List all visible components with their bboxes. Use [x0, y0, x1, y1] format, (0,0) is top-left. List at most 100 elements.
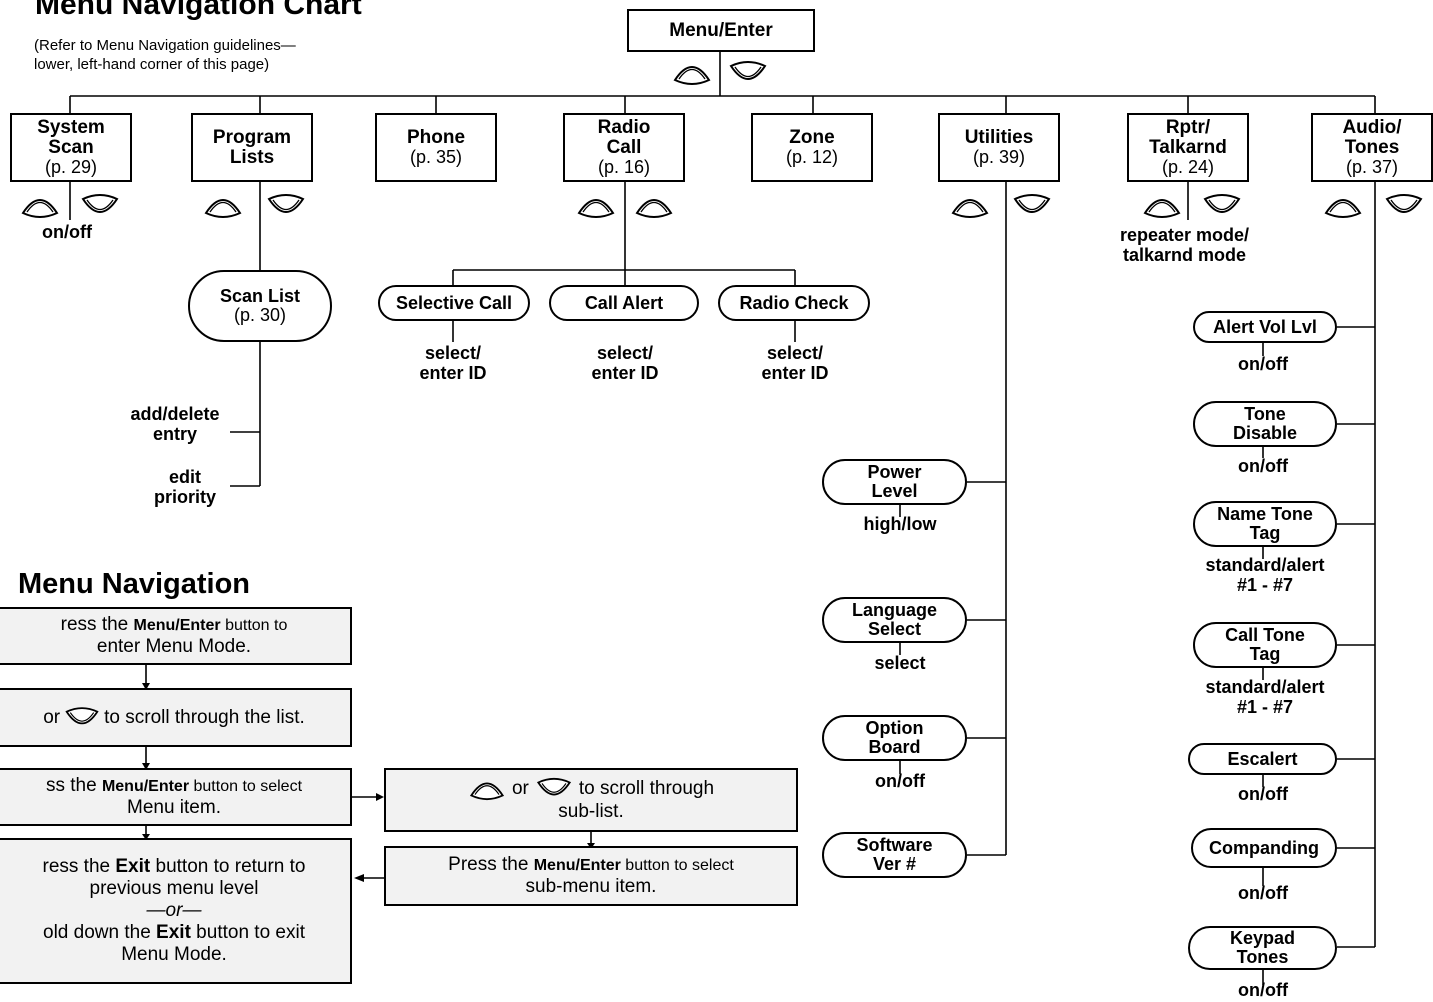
keypad-tones-note: on/off — [1238, 980, 1288, 1000]
menu-audio-tones: Audio/ Tones (p. 37) — [1311, 113, 1433, 182]
nav-step-2-pre: or — [43, 706, 61, 728]
down-button-icon — [729, 61, 767, 80]
nav-sub-step-2-key: Menu/Enter — [533, 857, 621, 875]
language-select-note: select — [874, 653, 926, 673]
selective-call-note: select/ enter ID — [419, 343, 487, 384]
nav-sub-step-1-or: or — [511, 778, 529, 800]
option-board-label: Option Board — [865, 718, 924, 757]
nav-step-3-post: button to select — [189, 778, 303, 796]
menu-utilities-page: (p. 39) — [972, 147, 1026, 168]
menu-rptr-page: (p. 24) — [1161, 156, 1215, 177]
radio-check-node: Radio Check — [718, 285, 870, 321]
nav-step-4: ress the Exit button to return to previo… — [0, 838, 352, 984]
up-button-icon — [21, 199, 59, 218]
tone-disable-note: on/off — [1238, 456, 1288, 476]
nav-step-4-line2: previous menu level — [89, 878, 259, 900]
menu-system-scan: System Scan (p. 29) — [10, 113, 132, 182]
scan-list-label: Scan List — [219, 286, 301, 307]
nav-step-1-line2: enter Menu Mode. — [96, 636, 252, 657]
menu-utilities-label: Utilities — [964, 127, 1034, 149]
software-ver-label: Software Ver # — [856, 835, 933, 874]
up-button-icon — [1324, 199, 1362, 218]
nav-step-3-key: Menu/Enter — [101, 778, 190, 796]
name-tone-tag-label: Name Tone Tag — [1217, 504, 1313, 543]
nav-sub-step-2-pre: Press the — [448, 854, 534, 876]
chart-subtitle: (Refer to Menu Navigation guidelines— lo… — [34, 37, 296, 73]
menu-zone-label: Zone — [789, 127, 835, 149]
tone-disable-node: Tone Disable — [1193, 401, 1337, 447]
keypad-tones-node: Keypad Tones — [1188, 926, 1337, 970]
name-tone-tag-note: standard/alert #1 - #7 — [1205, 555, 1325, 596]
nav-step-4-line3: Menu Mode. — [121, 943, 227, 965]
nav-step-2-post: to scroll through the list. — [104, 706, 305, 728]
down-button-icon — [1203, 194, 1241, 213]
menu-program-lists: Program Lists — [191, 113, 313, 182]
menu-zone: Zone (p. 12) — [751, 113, 873, 182]
call-tone-tag-node: Call Tone Tag — [1193, 622, 1337, 668]
down-button-icon — [1385, 194, 1423, 213]
up-button-icon — [469, 782, 504, 801]
down-button-icon — [267, 194, 305, 213]
power-level-note: high/low — [863, 514, 937, 534]
down-button-icon — [81, 194, 119, 213]
nav-step-4-pre2: old down the — [43, 921, 157, 943]
nav-step-4-key: Exit — [115, 856, 151, 878]
nav-sub-step-1-post: to scroll through — [578, 778, 715, 800]
alert-vol-lvl-node: Alert Vol Lvl — [1193, 311, 1337, 343]
nav-step-4-or: —or— — [146, 900, 202, 922]
chart-title: Menu Navigation Chart — [35, 0, 362, 21]
menu-program-lists-label: Program Lists — [212, 126, 292, 168]
down-button-icon — [536, 778, 571, 796]
scan-list-option-edit: edit priority — [153, 467, 216, 508]
menu-audio-label: Audio/ Tones — [1342, 117, 1402, 159]
menu-system-scan-page: (p. 29) — [44, 156, 98, 177]
nav-sub-step-1: or to scroll through sub-list. — [384, 768, 798, 832]
escalert-note: on/off — [1238, 784, 1288, 804]
up-button-icon — [204, 199, 242, 218]
software-ver-node: Software Ver # — [822, 832, 967, 878]
nav-sub-step-2-line2: sub-menu item. — [525, 876, 657, 897]
menu-phone: Phone (p. 35) — [375, 113, 497, 182]
escalert-node: Escalert — [1188, 743, 1337, 775]
selective-call-label: Selective Call — [395, 292, 513, 313]
nav-heading: Menu Navigation — [18, 568, 251, 600]
nav-step-4-key2: Exit — [156, 921, 191, 943]
option-board-note: on/off — [875, 771, 925, 791]
system-scan-note: on/off — [42, 222, 92, 242]
scan-list-page: (p. 30) — [233, 305, 287, 325]
nav-step-3-pre: ss the — [45, 775, 102, 797]
down-button-icon — [1013, 194, 1051, 213]
radio-check-label: Radio Check — [739, 292, 849, 313]
menu-audio-page: (p. 37) — [1345, 156, 1399, 177]
down-button-icon — [65, 706, 99, 724]
nav-step-3: ss the Menu/Enter button to select Menu … — [0, 768, 352, 826]
companding-label: Companding — [1209, 837, 1319, 858]
nav-step-4-pre: ress the — [42, 856, 116, 878]
nav-step-2: or to scroll through the list. — [0, 688, 352, 747]
nav-step-1-key: Menu/Enter — [133, 617, 221, 635]
nav-sub-step-1-line2: sub-list. — [558, 801, 624, 823]
rptr-note: repeater mode/ talkarnd mode — [1120, 225, 1250, 266]
option-board-node: Option Board — [822, 715, 967, 761]
nav-sub-step-2: Press the Menu/Enter button to select su… — [384, 846, 798, 906]
call-tone-tag-note: standard/alert #1 - #7 — [1205, 677, 1325, 718]
up-button-icon — [635, 199, 673, 218]
power-level-node: Power Level — [822, 459, 967, 505]
alert-vol-lvl-label: Alert Vol Lvl — [1213, 316, 1317, 337]
companding-node: Companding — [1191, 828, 1337, 868]
keypad-tones-label: Keypad Tones — [1229, 928, 1296, 967]
menu-phone-page: (p. 35) — [409, 147, 463, 168]
menu-phone-label: Phone — [406, 127, 466, 149]
call-alert-node: Call Alert — [549, 285, 699, 321]
call-tone-tag-label: Call Tone Tag — [1225, 625, 1305, 664]
menu-system-scan-label: System Scan — [37, 117, 105, 159]
menu-utilities: Utilities (p. 39) — [938, 113, 1060, 182]
scan-list-node: Scan List (p. 30) — [188, 270, 332, 342]
scan-list-option-add: add/delete entry — [130, 404, 220, 445]
menu-enter-box: Menu/Enter — [627, 9, 815, 52]
call-alert-label: Call Alert — [584, 292, 664, 313]
menu-radio-call-page: (p. 16) — [597, 156, 651, 177]
language-select-node: Language Select — [822, 597, 967, 643]
nav-step-3-line2: Menu item. — [127, 797, 221, 818]
